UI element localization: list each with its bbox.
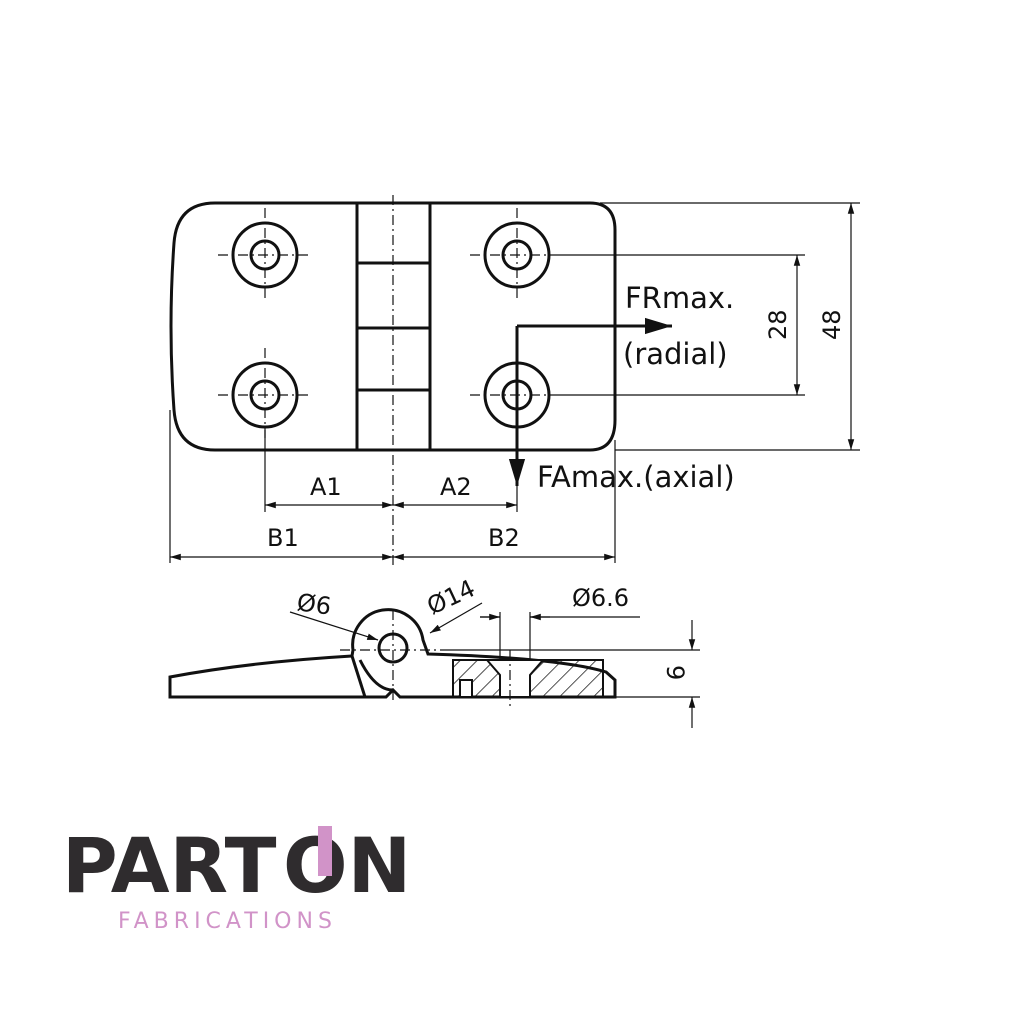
logo-part: PART	[62, 821, 277, 910]
dim-a1: A1	[310, 473, 342, 501]
dim-48: 48	[818, 309, 846, 340]
hinge-side-view: Ø6 Ø14 Ø6.6 9	[168, 574, 700, 728]
dim-b2: B2	[488, 524, 520, 552]
axial-force-label: FAmax.(axial)	[537, 460, 735, 494]
dim-thickness: 9	[661, 665, 689, 680]
logo-tagline: FABRICATIONS	[118, 909, 337, 934]
screw-icon	[318, 826, 332, 876]
dim-pin-diameter: Ø6	[295, 588, 333, 620]
dim-a2: A2	[440, 473, 472, 501]
logo-on: ON	[283, 821, 411, 910]
radial-force-label: FRmax.	[625, 281, 734, 315]
hinge-top-view: A1 A2 B1 B2 28 48 FRmax. (radial) FAmax.…	[169, 195, 860, 565]
dim-b1: B1	[267, 524, 299, 552]
dim-hole-diameter: Ø6.6	[572, 584, 629, 612]
mounting-holes	[218, 208, 564, 442]
dim-28: 28	[764, 309, 792, 340]
partone-logo: PART ON FABRICATIONS	[62, 821, 411, 934]
dim-knuckle-diameter: Ø14	[423, 574, 480, 620]
radial-force-sublabel: (radial)	[623, 337, 728, 371]
